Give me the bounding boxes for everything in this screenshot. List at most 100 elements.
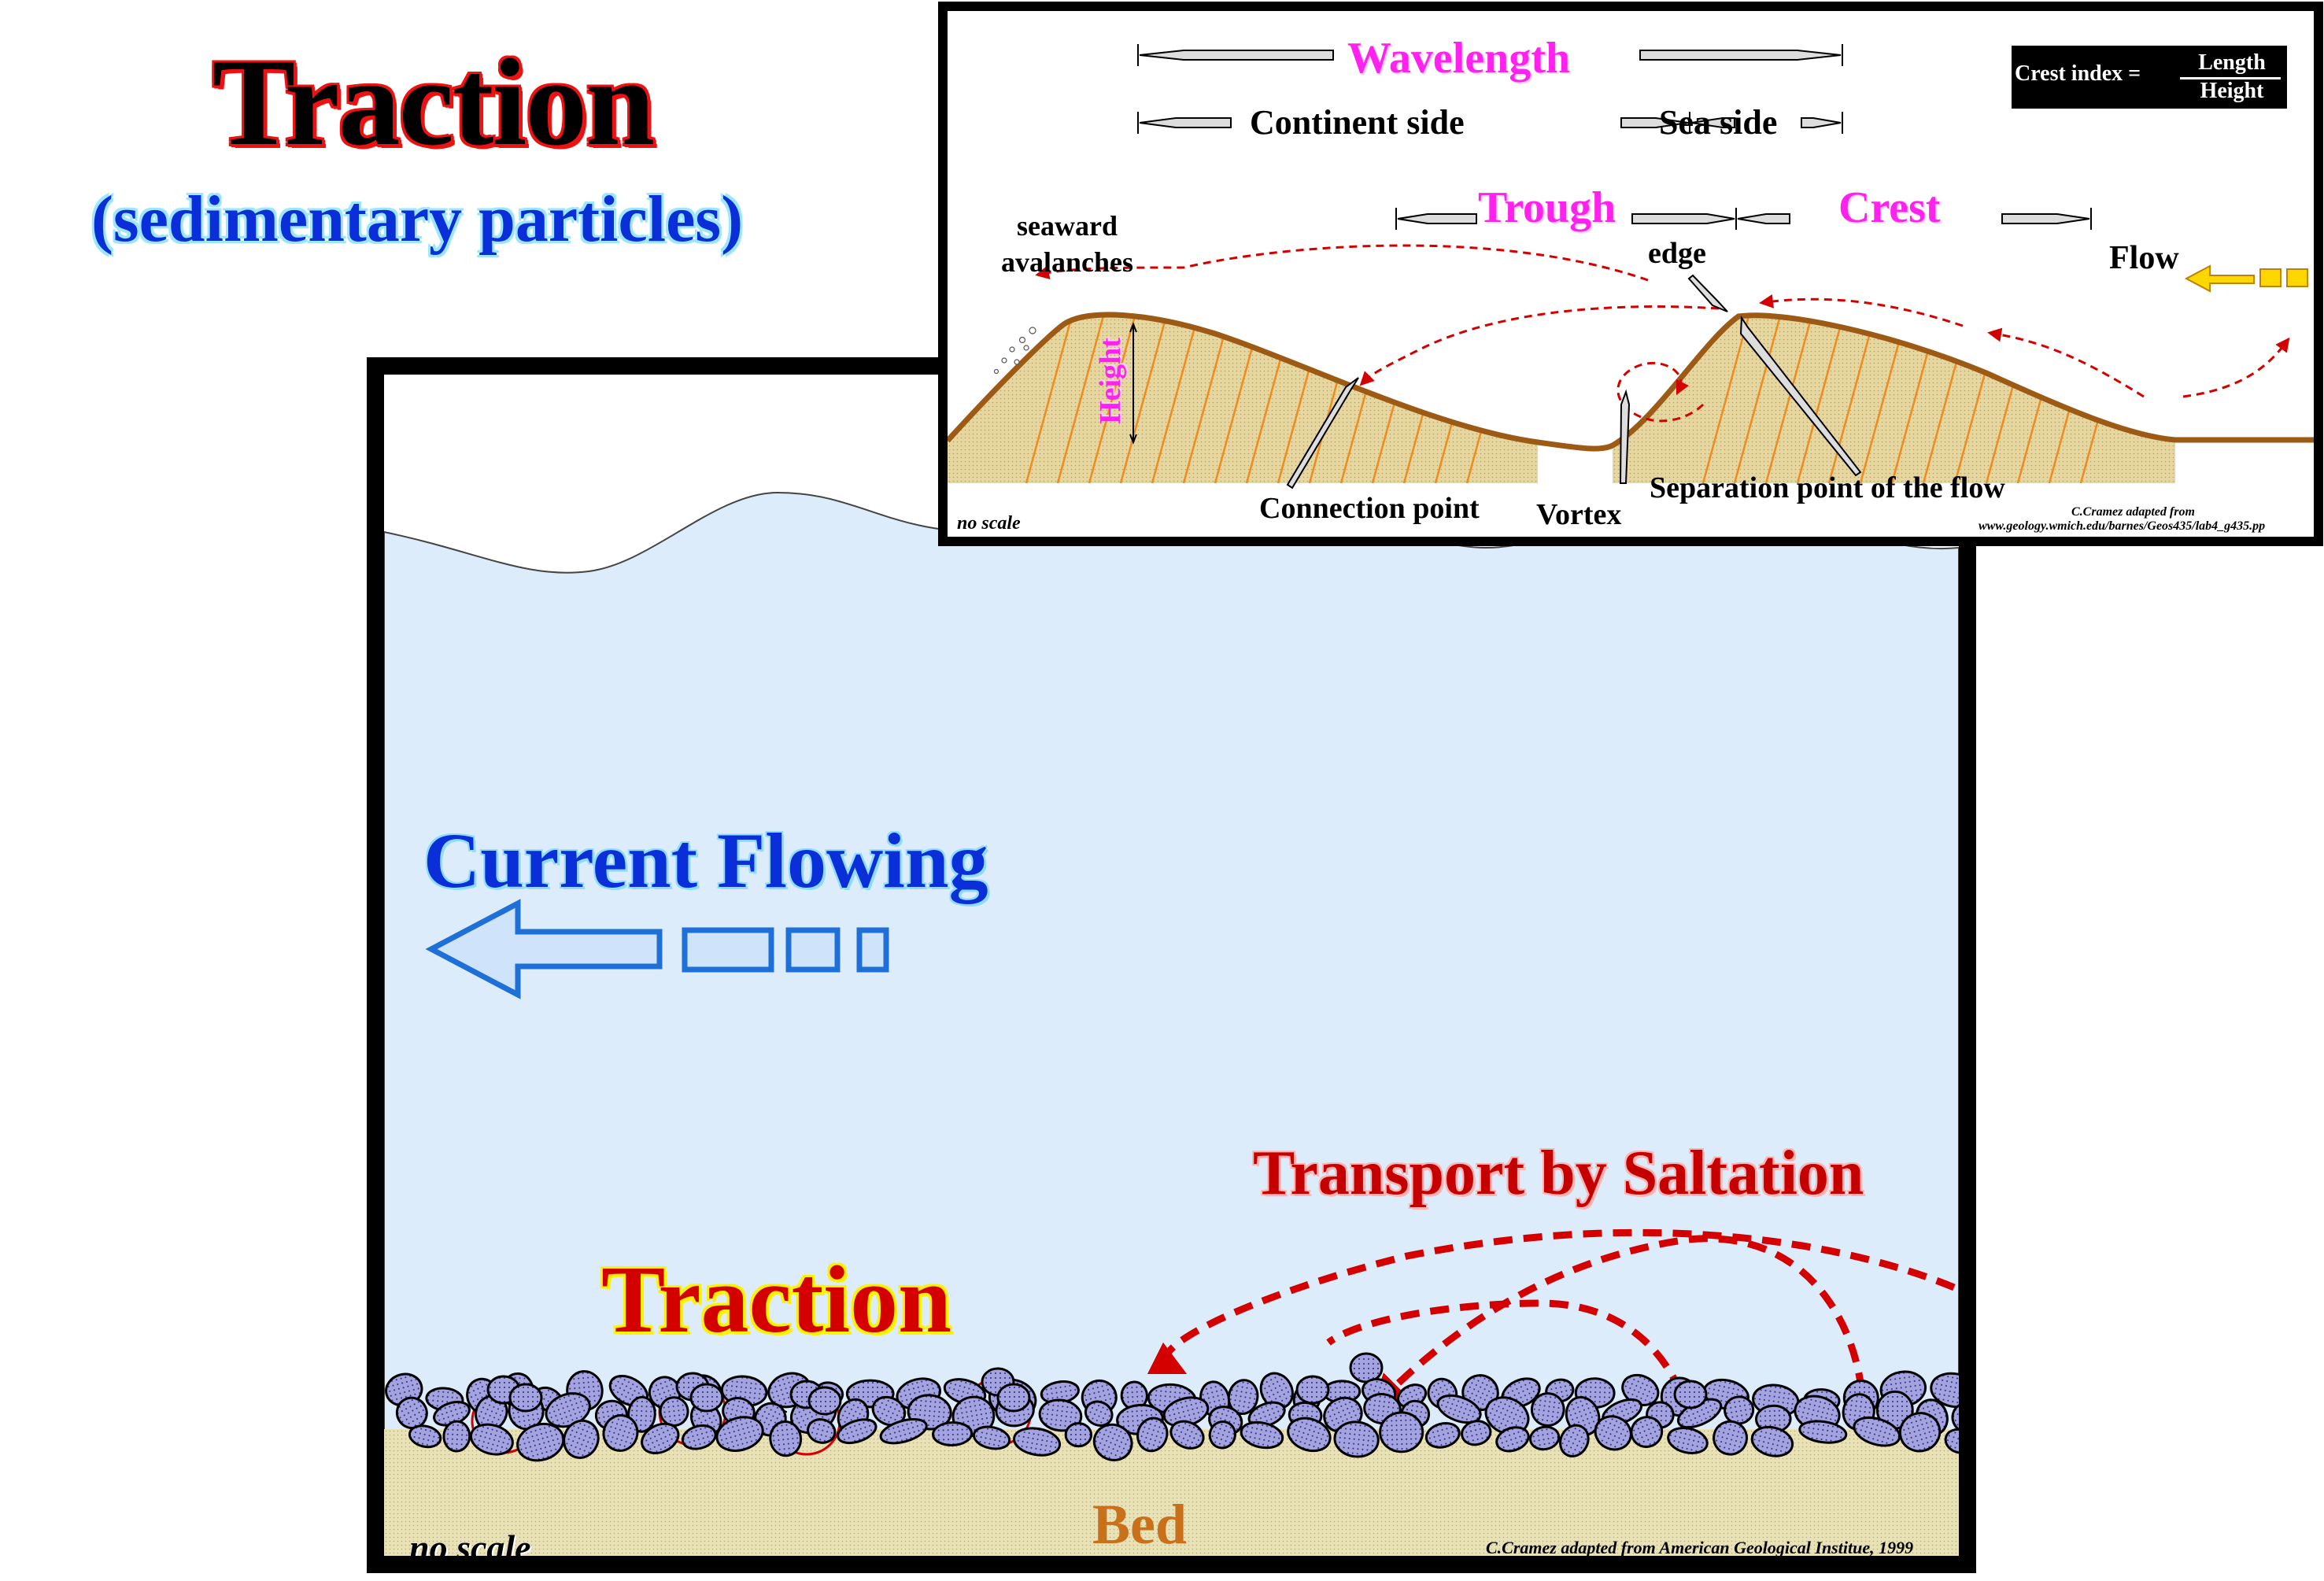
sediment-grain	[1436, 1394, 1482, 1424]
sediment-grain	[469, 1423, 514, 1456]
sediment-grain	[1240, 1420, 1284, 1450]
sediment-grain	[1169, 1420, 1205, 1450]
dimension-arrows	[1137, 44, 2092, 230]
sediment-grain	[508, 1383, 543, 1413]
sediment-grain	[807, 1386, 842, 1416]
sediment-grain	[1259, 1372, 1294, 1410]
crest-label: Crest	[1838, 183, 1941, 232]
page-subtitle: (sedimentary particles)	[91, 183, 744, 256]
inset-credit-line-1: C.Cramez adapted from	[2071, 505, 2195, 519]
height-label: Height	[1093, 338, 1127, 424]
traction-label: Traction	[601, 1247, 951, 1353]
avalanche-grains	[993, 327, 1036, 375]
traction-diagram-svg	[384, 491, 1959, 1556]
crest-index-formula: Crest index = Length Height	[2012, 46, 2287, 109]
sediment-grain	[879, 1418, 928, 1445]
page-title: Traction	[212, 34, 655, 172]
sediment-grains	[385, 1367, 1959, 1462]
sediment-grain	[1038, 1398, 1083, 1432]
sediment-grain	[1208, 1420, 1236, 1450]
sediment-grain	[807, 1418, 837, 1444]
flow-direction-arrow	[2184, 264, 2308, 293]
sediment-grain	[681, 1424, 717, 1450]
sediment-grain	[516, 1422, 565, 1462]
sediment-grain	[932, 1421, 974, 1447]
inset-credit-line-2: www.geology.wmich.edu/barnes/Geos435/lab…	[1979, 519, 2266, 533]
sediment-grain	[1667, 1427, 1709, 1454]
sediment-grain	[715, 1416, 764, 1452]
crest-index-label: Crest index =	[2015, 61, 2141, 86]
sea-side-label: Sea side	[1659, 103, 1778, 142]
sediment-grain	[837, 1418, 878, 1445]
vortex-label: Vortex	[1536, 498, 1622, 531]
sediment-grain	[1136, 1417, 1169, 1453]
sediment-grain	[1944, 1428, 1959, 1454]
continent-side-label: Continent side	[1250, 103, 1465, 142]
sediment-grain	[1594, 1415, 1632, 1451]
sediment-grain	[1853, 1416, 1901, 1447]
sediment-grain	[1673, 1380, 1708, 1409]
sediment-grain	[972, 1425, 1011, 1450]
height-marker	[1129, 322, 1137, 445]
sediment-grain	[769, 1420, 803, 1457]
sediment-grain	[1798, 1420, 1848, 1444]
trough-label: Trough	[1478, 183, 1616, 232]
sediment-grain	[602, 1414, 639, 1452]
sediment-grain	[1750, 1425, 1794, 1457]
sediment-grain	[689, 1383, 724, 1413]
sediment-grain	[1495, 1426, 1530, 1453]
saltation-label: Transport by Saltation	[1253, 1139, 1864, 1208]
seaward-avalanches-label: seaward avalanches	[1000, 210, 1133, 278]
sediment-grain	[408, 1424, 442, 1449]
sediment-grain	[1064, 1422, 1093, 1448]
bedform-inset-panel: Wavelength Continent side Sea side Troug…	[938, 2, 2323, 546]
sediment-grain	[871, 1395, 907, 1427]
sediment-grain	[1013, 1427, 1062, 1457]
sediment-grain	[1379, 1411, 1424, 1454]
sediment-grain	[996, 1383, 1031, 1413]
flow-path-arrows	[1035, 244, 2290, 423]
saltating-grain	[1349, 1352, 1384, 1383]
separation-point-label: Separation point of the flow	[1650, 471, 2005, 504]
sediment-grain	[1461, 1420, 1492, 1446]
sediment-grain	[1713, 1420, 1749, 1456]
sediment-grain	[563, 1419, 600, 1459]
sediment-grain	[1559, 1424, 1590, 1457]
sediment-grain	[1084, 1400, 1114, 1427]
fraction-bar	[2180, 77, 2281, 79]
sediment-grain	[641, 1422, 680, 1455]
traction-diagram-panel: Current Flowing Transport by Saltation T…	[367, 357, 1976, 1573]
sediment-grain	[1092, 1423, 1133, 1461]
connection-point-label: Connection point	[1259, 492, 1480, 525]
pointer-arrows	[1286, 274, 1862, 489]
sediment-grain	[442, 1420, 471, 1453]
crest-index-denominator: Height	[2200, 79, 2264, 103]
sediment-grain	[1295, 1375, 1330, 1405]
sediment-grain	[1530, 1392, 1565, 1427]
wavelength-label: Wavelength	[1347, 34, 1571, 83]
edge-label: edge	[1648, 237, 1706, 270]
sediment-grain	[1333, 1420, 1380, 1458]
sediment-grain	[1630, 1416, 1664, 1449]
flow-label: Flow	[2109, 240, 2179, 276]
ripple-2	[1613, 315, 2175, 483]
sediment-grain	[1898, 1412, 1942, 1453]
bedform-diagram-svg	[948, 44, 2314, 489]
current-direction-arrow	[425, 899, 889, 999]
sediment-grain	[1529, 1425, 1561, 1451]
sediment-grain	[1724, 1395, 1755, 1425]
current-flowing-label: Current Flowing	[423, 817, 988, 904]
sediment-grain	[1930, 1372, 1959, 1409]
source-credit: C.Cramez adapted from American Geologica…	[1486, 1538, 1914, 1557]
bed-surface	[948, 312, 2314, 452]
no-scale-note: no scale	[409, 1527, 531, 1568]
inset-no-scale-note: no scale	[957, 513, 1021, 534]
crest-index-numerator: Length	[2198, 50, 2266, 75]
sediment-grain	[1287, 1417, 1332, 1453]
bed-label: Bed	[1092, 1493, 1188, 1556]
ripple-1	[948, 314, 1538, 483]
sediment-grain	[1951, 1402, 1959, 1434]
sediment-grain	[1227, 1379, 1259, 1416]
sediment-grain	[1424, 1422, 1461, 1449]
sediment-grain	[659, 1396, 689, 1427]
